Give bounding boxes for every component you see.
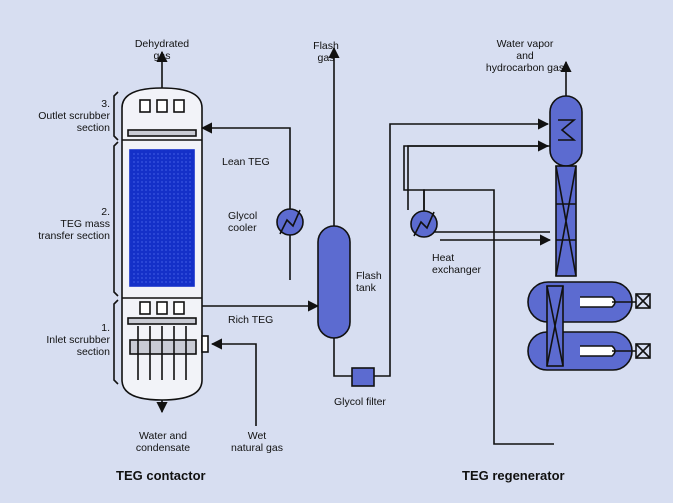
water-vapor-label: Water vapor and hydrocarbon gas <box>485 38 565 74</box>
teg-mass-transfer-label: 2. TEG mass transfer section <box>38 206 110 242</box>
glycol-filter-label: Glycol filter <box>334 396 386 408</box>
inlet-scrubber-label: 1. Inlet scrubber section <box>46 322 110 358</box>
glycol-filter <box>351 367 375 387</box>
packing-bed <box>129 149 195 287</box>
bracket-mass-transfer <box>113 141 119 297</box>
flash-tank-label: Flash tank <box>356 270 382 294</box>
heat-exchanger-label: Heat exchanger <box>432 252 482 276</box>
teg-regenerator-title: TEG regenerator <box>462 468 565 483</box>
rich-teg-label: Rich TEG <box>228 314 274 326</box>
water-condensate-label: Water and condensate <box>135 430 191 454</box>
outlet-scrubber-label: 3. Outlet scrubber section <box>38 98 110 134</box>
glycol-cooler <box>276 208 304 236</box>
bracket-inlet <box>113 299 119 385</box>
dehydrated-gas-label: Dehydrated gas <box>134 38 190 62</box>
flash-tank <box>317 225 351 339</box>
heat-exchanger <box>410 210 438 238</box>
teg-contactor-vessel <box>121 87 209 401</box>
flash-gas-label: Flash gas <box>313 40 339 64</box>
bracket-outlet <box>113 91 119 141</box>
wet-gas-label: Wet natural gas <box>231 430 283 454</box>
glycol-cooler-label: Glycol cooler <box>228 210 258 234</box>
teg-regenerator <box>527 95 651 371</box>
teg-contactor-title: TEG contactor <box>116 468 206 483</box>
lean-teg-label: Lean TEG <box>222 156 270 168</box>
